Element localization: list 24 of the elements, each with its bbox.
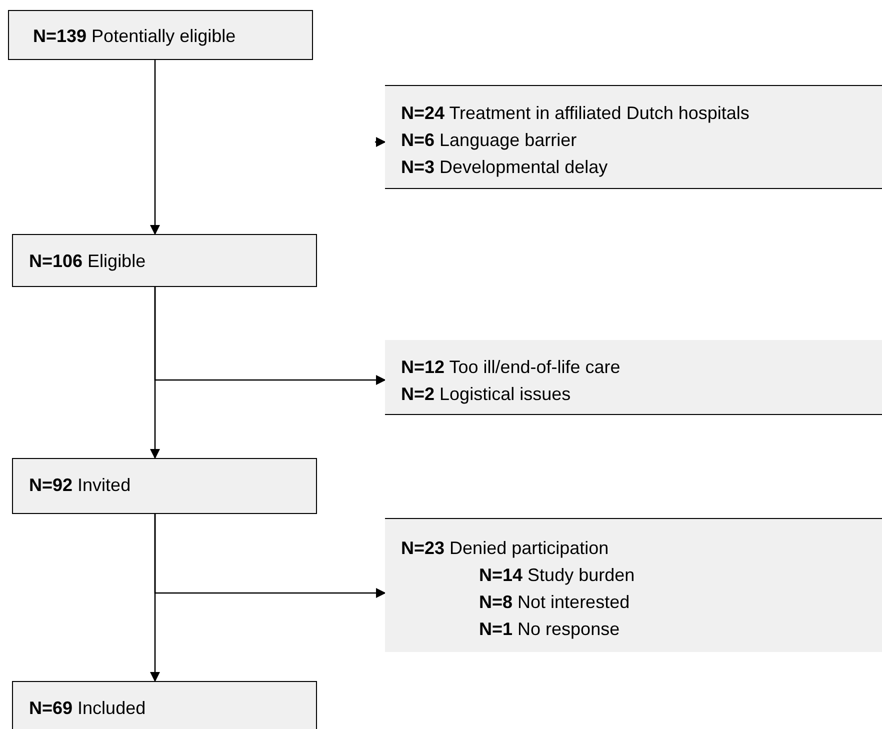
- arrow: [150, 60, 160, 235]
- process-box: [12, 458, 317, 514]
- arrow: [375, 137, 386, 147]
- box-text: N=6 Language barrier: [401, 130, 577, 150]
- box-text: N=12 Too ill/end-of-life care: [401, 357, 620, 377]
- box-text: N=14 Study burden: [479, 565, 635, 585]
- box-text: N=3 Developmental delay: [401, 157, 608, 177]
- arrow: [150, 514, 160, 682]
- process-box: [8, 10, 313, 60]
- exclusion-box: [385, 340, 882, 415]
- box-text: N=139 Potentially eligible: [33, 26, 236, 46]
- box-text: N=92 Invited: [29, 475, 131, 495]
- exclusion-box: [385, 85, 882, 189]
- arrow: [150, 287, 160, 459]
- box-text: N=69 Included: [29, 698, 146, 718]
- box-text: N=24 Treatment in affiliated Dutch hospitals: [401, 103, 750, 123]
- box-text: N=23 Denied participation: [401, 538, 609, 558]
- exclusion-box: [385, 518, 882, 652]
- process-box: [12, 681, 317, 729]
- box-text: N=2 Logistical issues: [401, 384, 571, 404]
- box-text: N=106 Eligible: [29, 251, 146, 271]
- process-box: [12, 234, 317, 287]
- box-text: N=8 Not interested: [479, 592, 630, 612]
- box-text: N=1 No response: [479, 619, 620, 639]
